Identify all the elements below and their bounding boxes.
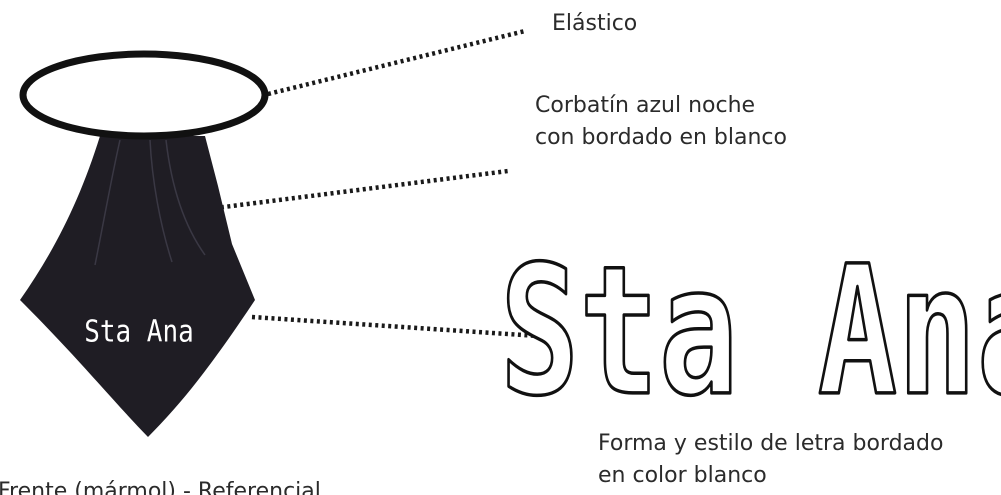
label-forma: Forma y estilo de letra bordado en color…: [598, 428, 943, 492]
leader-corbatin: [207, 168, 509, 212]
label-forma-line-1: Forma y estilo de letra bordado: [598, 431, 944, 456]
tie-body: [20, 136, 255, 437]
embroidery-logo-sample: Sta Ana: [500, 227, 1001, 435]
label-corbatin-line-2: con bordado en blanco: [535, 125, 787, 150]
label-corbatin-line-1: Corbatín azul noche: [535, 93, 756, 118]
leader-elastico: [267, 28, 526, 97]
elastic-ring: [19, 50, 269, 140]
label-forma-line-2: en color blanco: [598, 463, 767, 488]
leader-forma: [251, 314, 569, 341]
label-corbatin: Corbatín azul noche con bordado en blanc…: [535, 90, 787, 154]
tie-folds: [94, 139, 206, 266]
tie-embroidery-logo: Sta Ana: [84, 314, 194, 349]
label-elastico: Elástico: [552, 11, 638, 36]
leader-lines: [207, 28, 569, 341]
footer-caption: Frente (mármol) - Referencial: [0, 479, 321, 495]
